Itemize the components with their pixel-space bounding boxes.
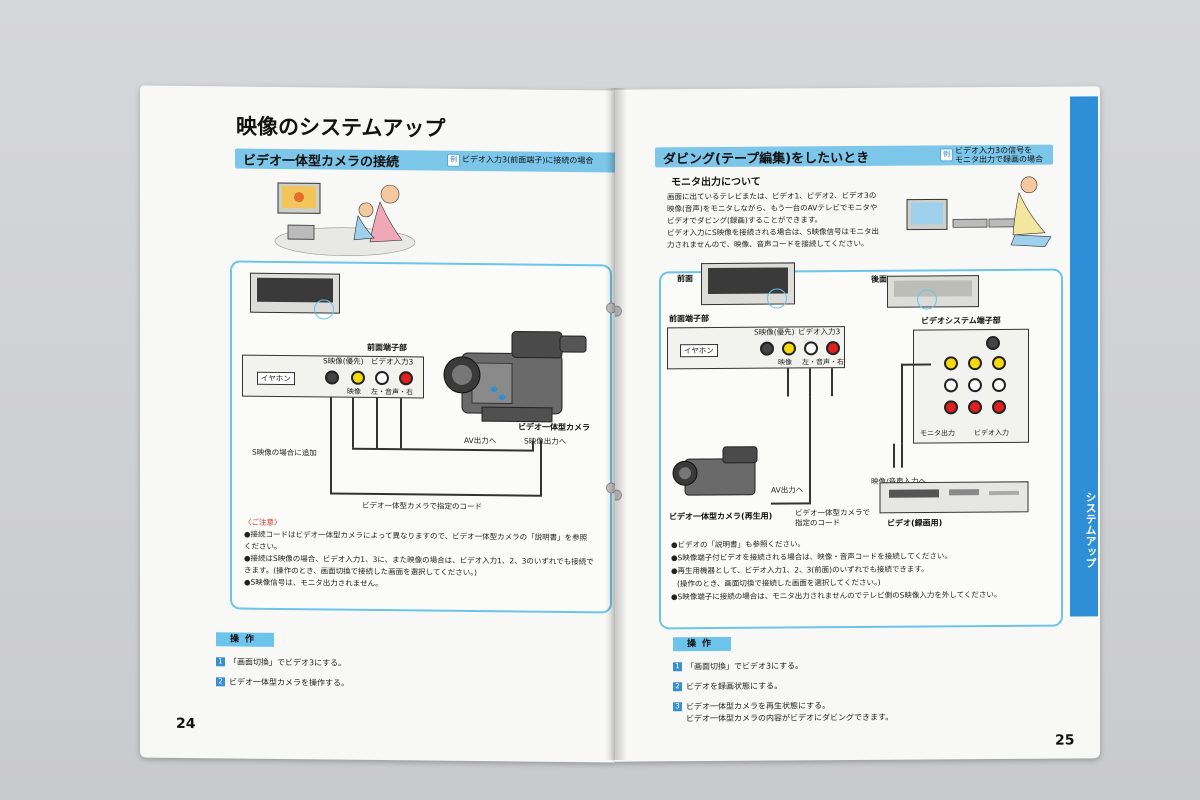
section-label: ビデオ一体型カメラの接続: [243, 153, 400, 171]
connection-diagram-left: 前面端子部 S映像(優先) ビデオ入力3 イヤホン 映像 左・音声・右: [230, 260, 612, 614]
zoom-circle: [767, 288, 787, 309]
audio-right-jack-red-icon: [826, 341, 840, 356]
page-number: 24: [176, 715, 196, 733]
audio-left-jack-white-icon: [375, 370, 389, 386]
monitor-out-label: モニタ出力: [920, 429, 955, 438]
subheading: モニタ出力について: [671, 176, 761, 189]
front-panel-label: 前面端子部: [367, 342, 407, 353]
video-jack-yellow-icon: [351, 370, 365, 385]
av-out-label: AV出力へ: [464, 435, 497, 446]
intro-paragraph: 画面に出ているテレビまたは、ビデオ1、ビデオ2、ビデオ3の 映像(音声)をモニタ…: [667, 190, 880, 250]
section-label: ダビング(テープ編集)をしたいとき: [663, 150, 870, 168]
person-dubbing-illustration-icon: [905, 175, 1055, 252]
front-panel-label: 前面端子部: [669, 314, 709, 324]
audio-left-jack-white-icon: [804, 341, 818, 356]
zoom-circle: [314, 299, 334, 320]
system-terminal-label: ビデオシステム端子部: [921, 315, 1001, 326]
video-in3-label: ビデオ入力3: [371, 356, 414, 367]
earphone-label: イヤホン: [680, 343, 718, 358]
page-title: 映像のシステムアップ: [236, 114, 446, 141]
s-case-label: S映像の場合に追加: [252, 447, 317, 458]
caution-title: 〈ご注意〉: [244, 517, 282, 527]
vcr-icon: [879, 481, 1029, 516]
rear-terminal-panel: モニタ出力 ビデオ入力: [913, 328, 1029, 444]
right-page: システムアップ ダビング(テープ編集)をしたいとき 例 ビデオ入力3の信号を モ…: [615, 86, 1100, 762]
page-number: 25: [1055, 732, 1075, 749]
step-3-detail: ビデオ一体型カメラの内容がビデオにダビングできます。: [686, 712, 894, 724]
section-note: ビデオ入力3(前面端子)に接続の場合: [462, 154, 594, 166]
video-jack-yellow-icon: [782, 341, 796, 356]
side-tab: システムアップ: [1070, 96, 1098, 617]
front-label: 前面: [677, 274, 693, 284]
audio-right-jack-red-icon: [399, 371, 413, 386]
rear-label: 後面: [871, 274, 887, 284]
caution-bullet-3: ●S映像信号は、モニタ出力されません。: [244, 577, 383, 589]
camera-label: ビデオ一体型カメラ: [518, 422, 590, 433]
earphone-label: イヤホン: [257, 371, 295, 386]
step-1: 1「画面切換」でビデオ3にする。: [216, 656, 346, 669]
caution-bullet-2: ●接続はS映像の場合、ビデオ入力1、3に、また映像の場合は、ビデオ入力1、2、3…: [244, 553, 594, 578]
s-video-label: S映像(優先): [323, 356, 364, 366]
s-video-jack-icon: [760, 341, 774, 356]
audio-jack-label: 左・音声・右: [371, 387, 413, 397]
note-bullet-4: ●S映像端子に接続の場合は、モニタ出力されませんのでテレビ側のS映像入力を外して…: [671, 589, 1002, 602]
front-terminal-panel: S映像(優先) ビデオ入力3 イヤホン 映像 左・音声・右: [242, 354, 424, 399]
camcorder-icon: [671, 443, 771, 504]
example-mark-icon: 例: [940, 148, 953, 162]
av-out-label: AV出力へ: [771, 485, 804, 495]
s-video-jack-icon: [325, 370, 339, 385]
example-mark-icon: 例: [447, 153, 460, 167]
caution-bullet-1: ●接続コードはビデオ一体型カメラによって異なりますので、ビデオ一体型カメラの「説…: [244, 529, 588, 551]
section-header-dubbing: ダビング(テープ編集)をしたいとき 例 ビデオ入力3の信号を モニタ出力で録画の…: [655, 144, 1053, 168]
camera-play-label: ビデオ一体型カメラ(再生用): [669, 511, 773, 522]
camcorder-icon: [442, 323, 592, 435]
vcr-label: ビデオ(録画用): [887, 518, 943, 528]
operation-label: 操作: [673, 636, 731, 652]
video-in-label: ビデオ入力: [974, 428, 1009, 438]
section-header-camera: ビデオ一体型カメラの接続 例 ビデオ入力3(前面端子)に接続の場合: [235, 148, 615, 173]
video-jack-label: 映像: [347, 387, 361, 396]
connection-diagram-right: 前面 後面 前面端子部 S映像(優先) ビデオ入力3 イヤホン 映像 左・音声・…: [659, 262, 1063, 630]
operation-label: 操作: [216, 632, 274, 647]
section-note-line2: モニタ出力で録画の場合: [955, 154, 1043, 165]
manual-spread: 映像のシステムアップ ビデオ一体型カメラの接続 例 ビデオ入力3(前面端子)に接…: [140, 85, 1100, 763]
cord-label: ビデオ一体型カメラで指定のコード: [795, 507, 870, 528]
family-tv-illustration-icon: [270, 179, 420, 259]
front-terminal-panel: S映像(優先) ビデオ入力3 イヤホン 映像 左・音声・右: [667, 326, 845, 370]
s-out-label: S映像出力へ: [524, 436, 567, 446]
step-1: 1「画面切換」でビデオ3にする。: [673, 660, 803, 673]
left-page: 映像のシステムアップ ビデオ一体型カメラの接続 例 ビデオ入力3(前面端子)に接…: [140, 85, 615, 763]
zoom-circle-rear: [917, 289, 937, 310]
cord-label: ビデオ一体型カメラで指定のコード: [362, 500, 482, 512]
side-tab-label: システムアップ: [1084, 491, 1097, 569]
